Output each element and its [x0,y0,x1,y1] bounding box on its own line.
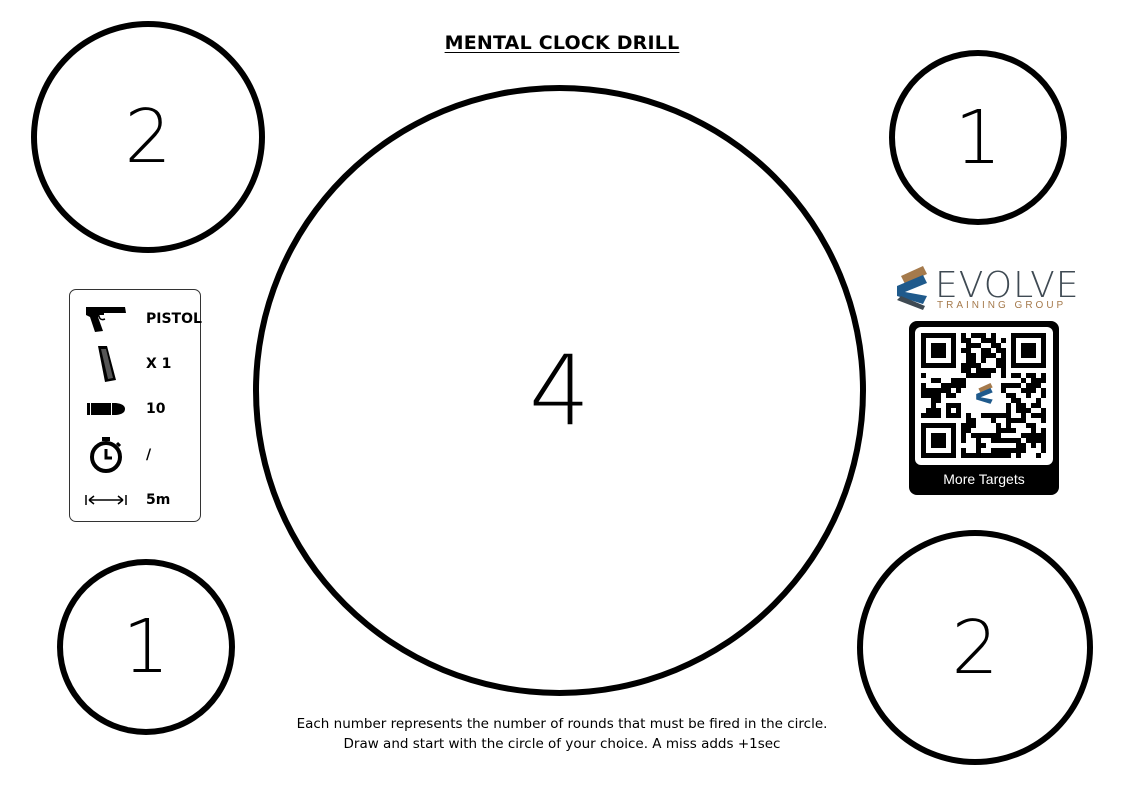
target-top-left: 2 [31,21,265,253]
evolve-mark-icon [897,266,927,310]
target-top-right: 1 [889,50,1067,225]
pistol-icon [84,299,128,339]
instructions: Each number represents the number of rou… [0,714,1124,754]
more-targets-link[interactable]: More Targets [943,471,1025,487]
info-magazine-row: X 1 [70,344,202,384]
brand-name: EVOLVE [935,265,1080,306]
brand-tagline: TRAINING GROUP [937,300,1067,311]
target-count: 1 [954,94,1002,181]
info-time-row: / [70,435,202,475]
qr-code-panel[interactable]: More Targets [909,321,1059,495]
target-bottom-left: 1 [57,559,235,735]
stopwatch-icon [84,435,128,475]
evolve-logo: EVOLVE TRAINING GROUP [893,266,1079,314]
weapon-value: PISTOL [146,311,202,327]
info-distance-row: 5m [70,480,202,520]
info-rounds-row: 10 [70,389,202,429]
target-count: 2 [124,94,172,180]
target-count: 2 [951,604,999,691]
drill-info-card: PISTOL X 1 10 / [69,289,202,522]
magazine-icon [84,344,128,384]
target-count: 4 [528,334,591,447]
distance-value: 5m [146,492,171,508]
qr-code[interactable] [915,327,1053,465]
distance-icon [84,480,128,520]
target-bottom-right: 2 [857,530,1093,765]
bullet-icon [84,389,128,429]
instructions-line-2: Draw and start with the circle of your c… [343,736,781,752]
info-weapon-row: PISTOL [70,299,202,339]
target-count: 1 [122,604,170,690]
time-value: / [146,447,152,463]
qr-code-icon [921,333,1046,458]
magazine-value: X 1 [146,356,172,372]
target-center: 4 [253,85,866,696]
page-title: MENTAL CLOCK DRILL [444,32,680,54]
instructions-line-1: Each number represents the number of rou… [296,716,828,732]
rounds-value: 10 [146,401,166,417]
